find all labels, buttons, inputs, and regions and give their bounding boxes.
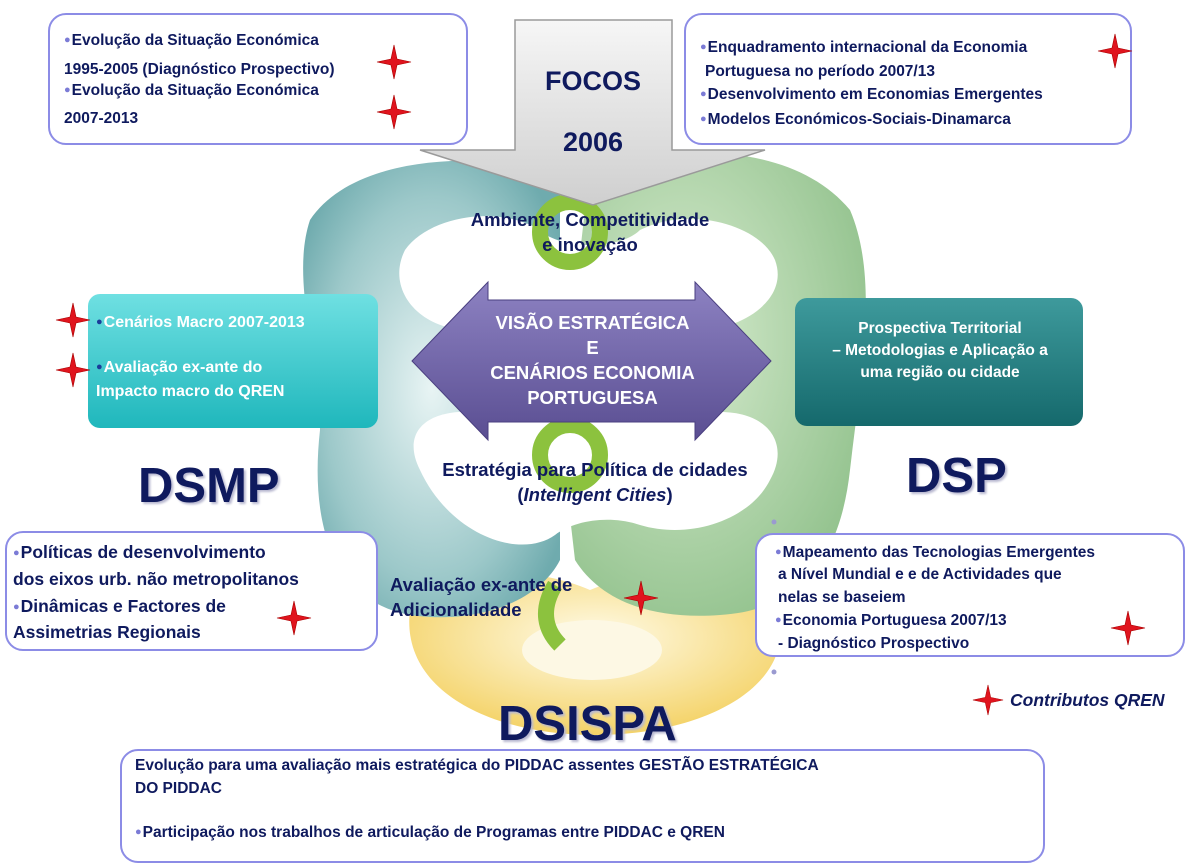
top-left-line-3: ●Evolução da Situação Económica: [64, 82, 319, 99]
qren-star-icon: [55, 352, 91, 388]
left-teal-item-2b: Impacto macro do QREN: [96, 383, 285, 400]
bottom-right-line-4: ●Economia Portuguesa 2007/13: [775, 612, 1007, 629]
left-teal-item-2: ●Avaliação ex-ante do: [96, 359, 263, 376]
qren-star-icon: [1097, 33, 1133, 69]
vision-double-arrow: [411, 280, 772, 442]
bottom-left-line-1: ●Políticas de desenvolvimento: [13, 542, 266, 562]
bottom-box-line-1: Evolução para uma avaliação mais estraté…: [135, 757, 819, 774]
dot: [771, 519, 777, 525]
vision-line-1: VISÃO ESTRATÉGICA: [495, 312, 690, 333]
qren-star-icon: [376, 94, 412, 130]
ambiente-line-1: Ambiente, Competitividade: [470, 209, 710, 230]
top-right-line-4: ●Modelos Económicos-Sociais-Dinamarca: [700, 111, 1011, 128]
avaliacao-line-2: Adicionalidade: [390, 599, 522, 620]
bottom-box-line-2: DO PIDDAC: [135, 780, 222, 797]
qren-star-icon: [972, 684, 1004, 716]
right-teal-line-3: uma região ou cidade: [860, 364, 1020, 381]
dsmp-label: DSMP: [138, 459, 280, 513]
vision-line-4: PORTUGUESA: [527, 387, 658, 408]
green-tail: [537, 580, 566, 651]
bottom-box-line-3: ●Participação nos trabalhos de articulaç…: [135, 824, 725, 841]
qren-star-icon: [276, 600, 312, 636]
vision-line-2: E: [586, 337, 599, 358]
legend-label: Contributos QREN: [1010, 690, 1165, 710]
left-teal-item-1: ●Cenários Macro 2007-2013: [96, 314, 305, 331]
qren-star-icon: [623, 580, 659, 616]
top-right-line-2: Portuguesa no período 2007/13: [705, 63, 935, 80]
bottom-left-box: [5, 531, 378, 651]
bottom-left-line-2: dos eixos urb. não metropolitanos: [13, 569, 299, 589]
right-teal-line-1: Prospectiva Territorial: [858, 320, 1022, 337]
vision-text: VISÃO ESTRATÉGICA E CENÁRIOS ECONOMIA PO…: [450, 310, 735, 410]
top-right-box: [684, 13, 1132, 145]
focos-arrow: [419, 19, 766, 206]
bottom-right-box: [755, 533, 1185, 657]
vision-line-3: CENÁRIOS ECONOMIA: [490, 362, 695, 383]
bottom-right-line-2: a Nível Mundial e e de Actividades que: [778, 566, 1062, 583]
avaliacao-label: Avaliação ex-ante de Adicionalidade: [390, 572, 572, 622]
intelligent-line: (Intelligent Cities): [517, 484, 673, 505]
avaliacao-line-1: Avaliação ex-ante de: [390, 574, 573, 595]
top-left-box: [48, 13, 468, 145]
dot: [771, 669, 777, 675]
right-teal-box: [795, 298, 1083, 426]
qren-star-icon: [55, 302, 91, 338]
focos-year: 2006: [562, 127, 624, 157]
ambiente-label: Ambiente, Competitividade e inovação: [420, 207, 760, 257]
left-teal-box: [88, 294, 378, 428]
bottom-box: [120, 749, 1045, 863]
dsp-label: DSP: [906, 449, 1007, 503]
qren-star-icon: [1110, 610, 1146, 646]
green-ring-top: [532, 194, 608, 270]
estrategia-label: Estratégia para Política de cidades (Int…: [390, 457, 800, 507]
estrategia-line-1: Estratégia para Política de cidades: [442, 459, 748, 480]
bottom-right-line-5: - Diagnóstico Prospectivo: [778, 635, 970, 652]
bottom-left-line-4: Assimetrias Regionais: [13, 622, 201, 642]
top-left-line-4: 2007-2013: [64, 110, 139, 127]
green-ring-bottom: [532, 417, 608, 493]
top-right-line-1: ●Enquadramento internacional da Economia: [700, 39, 1028, 56]
qren-star-icon: [376, 44, 412, 80]
right-teal-line-2: – Metodologias e Aplicação a: [832, 342, 1048, 359]
ambiente-line-2: e inovação: [542, 234, 638, 255]
intelligent-cities: Intelligent Cities: [523, 484, 667, 505]
bottom-left-line-3: ●Dinâmicas e Factores de: [13, 596, 226, 616]
bottom-right-line-3: nelas se baseiem: [778, 589, 906, 606]
focos-title: FOCOS: [544, 66, 641, 96]
dsispa-label: DSISPA: [498, 697, 677, 751]
right-teal-text: Prospectiva Territorial – Metodologias e…: [795, 318, 1085, 384]
bottom-right-line-1: ●Mapeamento das Tecnologias Emergentes: [775, 544, 1096, 561]
top-left-line-1: ●Evolução da Situação Económica: [64, 32, 319, 49]
top-left-line-2: 1995-2005 (Diagnóstico Prospectivo): [64, 61, 335, 78]
top-right-line-3: ●Desenvolvimento em Economias Emergentes: [700, 86, 1043, 103]
